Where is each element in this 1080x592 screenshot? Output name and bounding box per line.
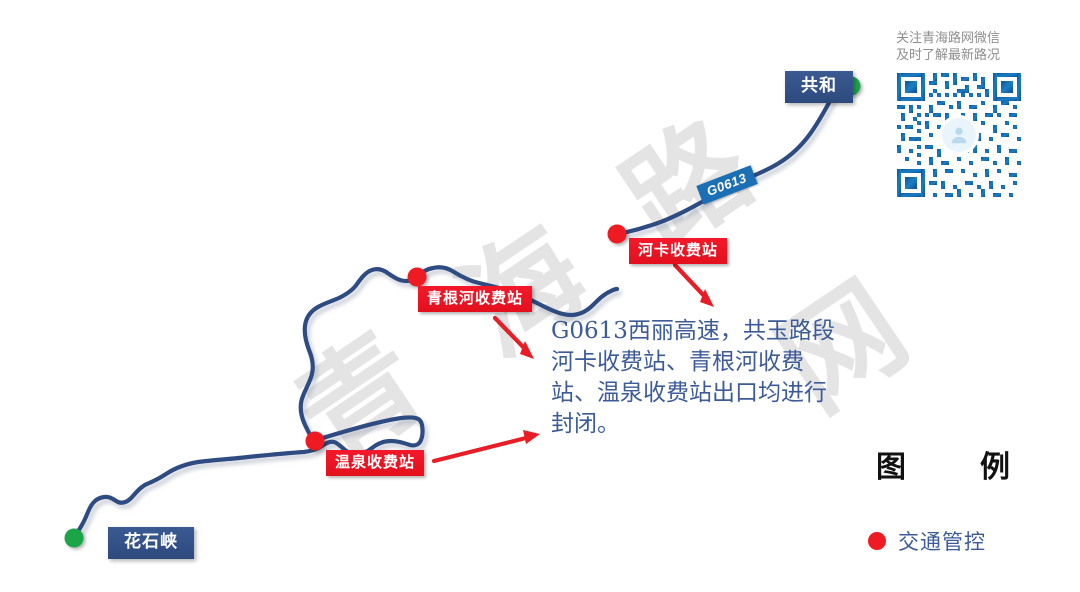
qr-caption-line2: 及时了解最新路况 <box>896 48 1001 63</box>
arrow-hekazhan <box>672 262 714 307</box>
toll-label-heka[interactable]: 河卡收费站 <box>629 238 728 264</box>
city-label-gonghe[interactable]: 共和 <box>785 71 853 103</box>
arrow-wenquan <box>431 430 540 464</box>
qr-caption-line1: 关注青海路网微信 <box>896 31 1001 46</box>
highway-route <box>71 415 425 539</box>
city-label-huashixia[interactable]: 花石峡 <box>108 527 194 559</box>
legend-title: 图 例 <box>876 450 1032 485</box>
arrow-qingenhe <box>492 315 534 359</box>
toll-label-wenquan[interactable]: 温泉收费站 <box>326 450 425 476</box>
toll-dot-qingenhe <box>407 267 427 287</box>
qr-code-svg <box>893 69 1025 201</box>
wechat-qr-panel: 关注青海路网微信 及时了解最新路况 <box>893 30 1033 201</box>
legend: 图 例 交通管控 <box>868 442 1058 556</box>
qr-code-image[interactable] <box>893 69 1025 201</box>
legend-item-traffic-control: 交通管控 <box>868 526 1058 556</box>
annotation-text: G0613西丽高速，共玉路段河卡收费站、青根河收费站、温泉收费站出口均进行封闭。 <box>551 318 835 437</box>
qr-center-badge <box>942 118 976 152</box>
toll-dot-heka <box>607 224 627 244</box>
toll-label-qingenhe[interactable]: 青根河收费站 <box>418 286 533 312</box>
toll-dot-wenquan <box>305 431 325 451</box>
legend-item-label: 交通管控 <box>898 530 986 554</box>
highway-route-mid <box>298 267 420 444</box>
qr-caption: 关注青海路网微信 及时了解最新路况 <box>893 30 1033 64</box>
endpoint-dot-huashixia <box>64 528 84 548</box>
highway-route-northeast <box>614 84 850 237</box>
person-icon <box>951 127 967 144</box>
legend-red-dot-icon <box>868 532 886 550</box>
